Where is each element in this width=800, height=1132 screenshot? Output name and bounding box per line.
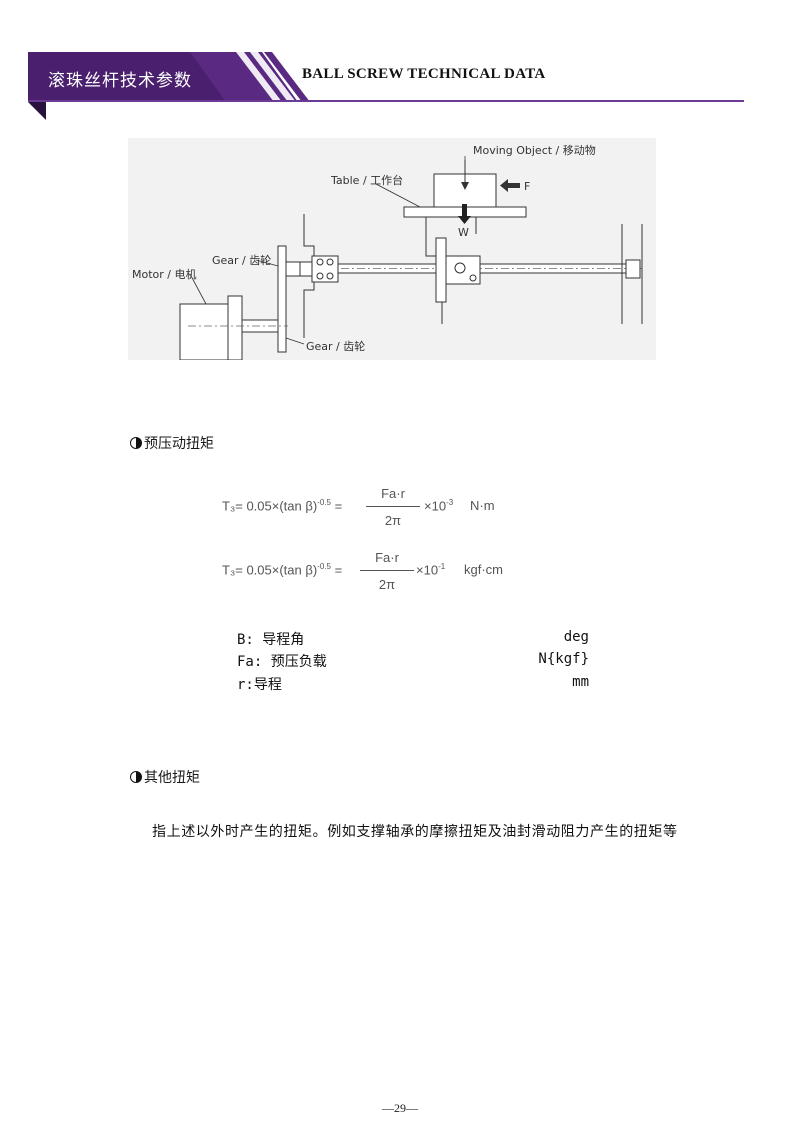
variable-unit: N{kgf} — [538, 651, 589, 667]
gear-upper — [277, 245, 287, 353]
label-force: F — [524, 180, 530, 193]
formula-multiplier: ×10-1 — [416, 562, 446, 578]
force-arrow — [500, 179, 508, 192]
formula-kgfcm: T₃= 0.05×(tan β)-0.5 = Fa·r 2π ×10-1 kgf… — [0, 549, 800, 609]
formula-lhs: T₃= 0.05×(tan β)-0.5 = — [222, 498, 343, 514]
left-bearing — [311, 255, 339, 283]
label-weight: W — [458, 226, 469, 239]
label-gear-top: Gear / 齿轮 — [212, 253, 271, 267]
section-other-torque-title: 其他扭矩 — [130, 767, 200, 787]
label-gear-bottom: Gear / 齿轮 — [306, 339, 365, 353]
right-bearing — [625, 259, 641, 279]
header-title-cn: 滚珠丝杆技术参数 — [48, 71, 192, 91]
half-circle-icon — [130, 771, 142, 783]
variable-row: r:导程 mm — [237, 674, 589, 694]
variable-unit: mm — [572, 674, 589, 690]
formula-unit: N·m — [470, 498, 495, 513]
motor — [179, 303, 229, 360]
page-number: —29— — [382, 1101, 418, 1115]
variable-unit: deg — [563, 629, 589, 645]
weight-arrow — [458, 216, 471, 224]
variable-symbol: B: 导程角 — [237, 632, 305, 648]
variable-symbol: Fa: 预压负载 — [237, 654, 327, 670]
variable-symbol: r:导程 — [237, 677, 282, 693]
label-motor: Motor / 电机 — [132, 267, 197, 281]
header-decoration — [28, 52, 744, 120]
variable-row: B: 导程角 deg — [237, 629, 589, 649]
header-title-en: BALL SCREW TECHNICAL DATA — [302, 66, 546, 82]
formula-fraction: Fa·r 2π — [360, 549, 414, 594]
variable-row: Fa: 预压负载 N{kgf} — [237, 651, 589, 671]
label-table: Table / 工作台 — [330, 173, 403, 187]
formula-multiplier: ×10-3 — [424, 498, 454, 514]
formula-unit: kgf·cm — [464, 562, 503, 577]
formula-lhs: T₃= 0.05×(tan β)-0.5 = — [222, 562, 343, 578]
formula-fraction: Fa·r 2π — [366, 485, 420, 530]
label-moving-object: Moving Object / 移动物 — [473, 143, 596, 157]
ball-screw-diagram: Moving Object / 移动物 Table / 工作台 F W Gear… — [128, 138, 656, 360]
section-preload-torque-title: 预压动扭矩 — [130, 433, 214, 453]
half-circle-icon — [130, 437, 142, 449]
section-other-torque-description: 指上述以外时产生的扭矩。例如支撑轴承的摩擦扭矩及油封滑动阻力产生的扭矩等 — [152, 824, 678, 840]
formula-nm: T₃= 0.05×(tan β)-0.5 = Fa·r 2π ×10-3 N·m — [0, 485, 800, 545]
page-header: 滚珠丝杆技术参数 BALL SCREW TECHNICAL DATA — [0, 0, 800, 130]
